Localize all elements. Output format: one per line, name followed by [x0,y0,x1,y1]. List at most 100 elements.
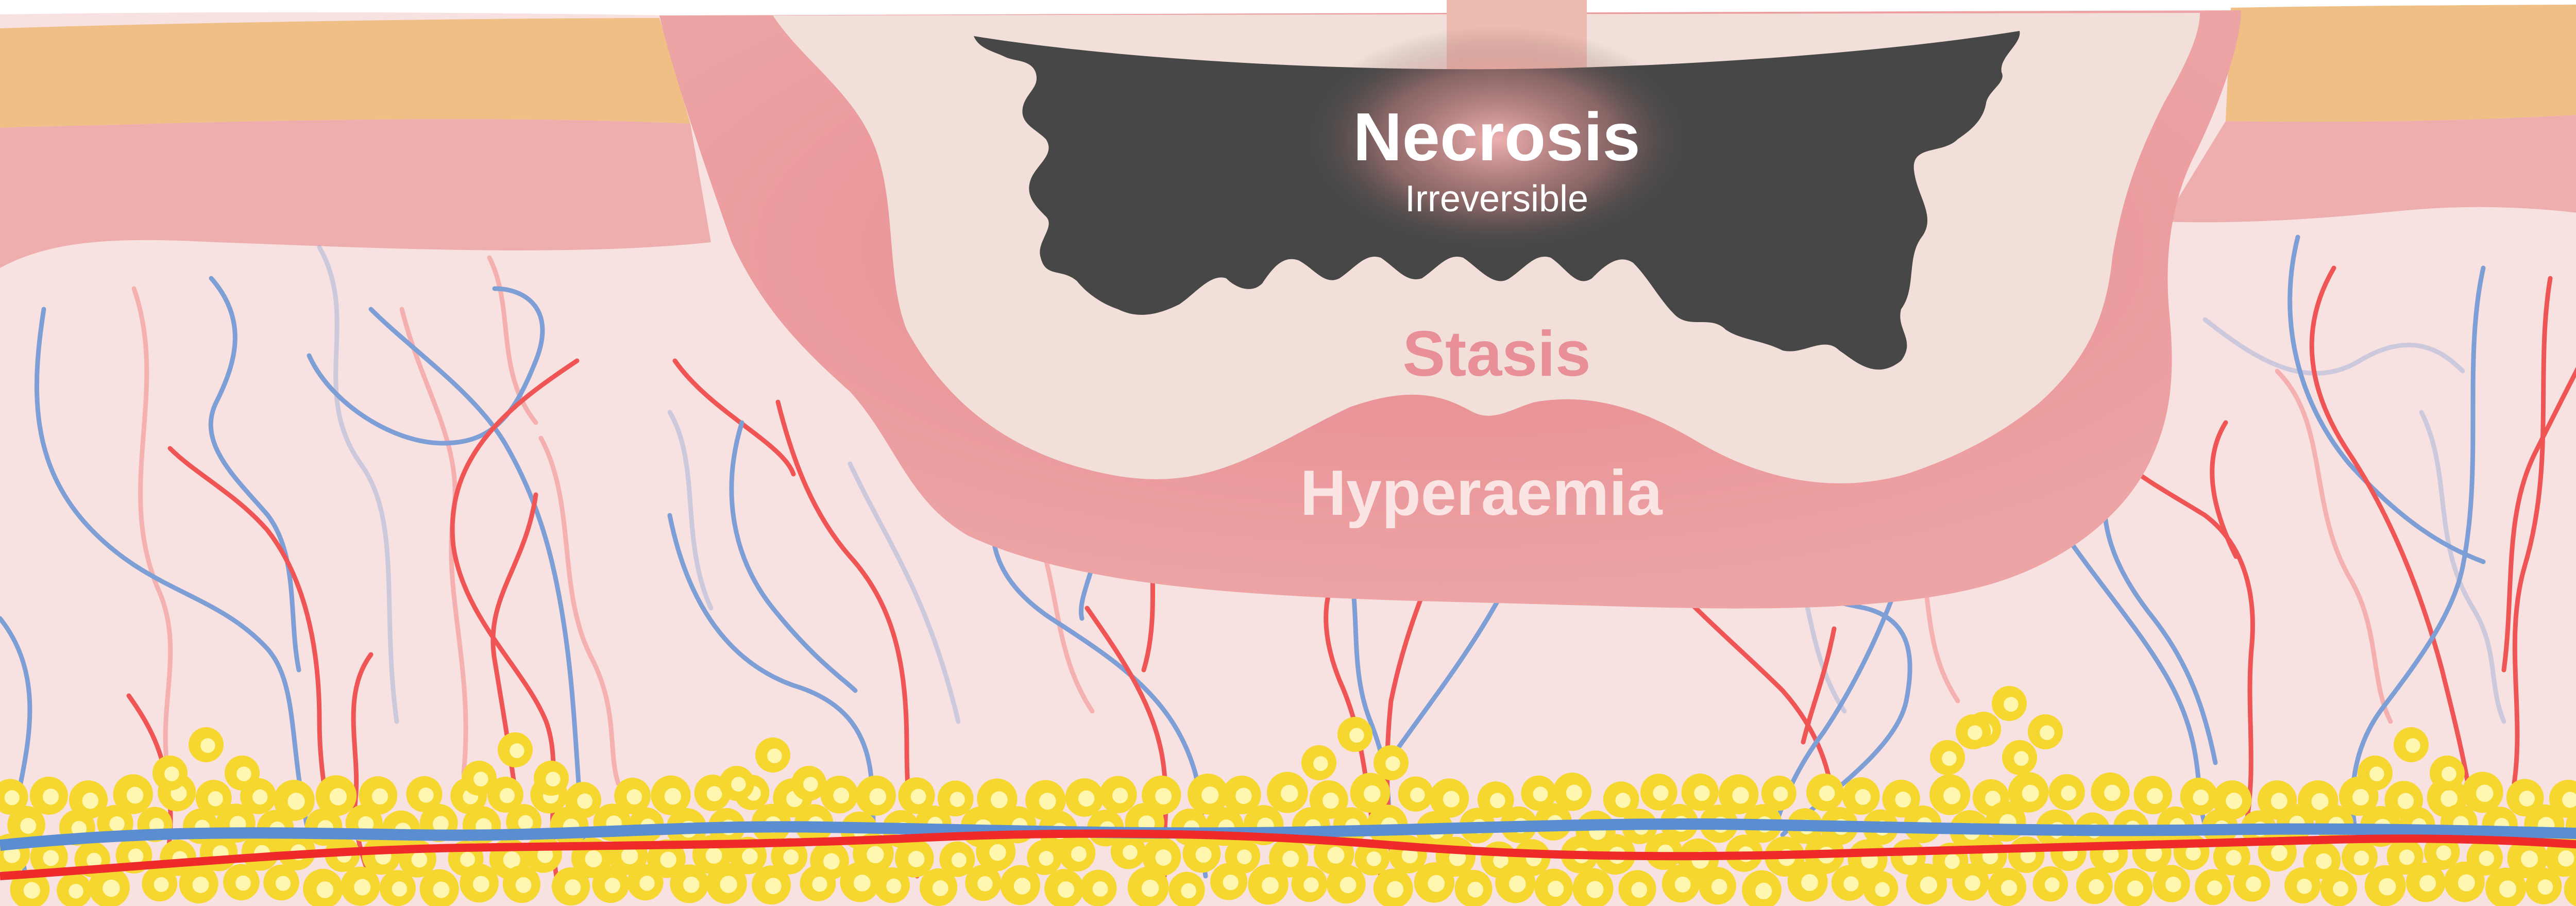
fat-cell-nucleus [1078,791,1094,807]
fat-cell-nucleus [1142,880,1159,897]
fat-cell-nucleus [1112,787,1128,803]
fat-cell-nucleus [2442,766,2456,781]
fat-cell-nucleus [1615,793,1630,808]
fat-cell-nucleus [2061,785,2076,800]
fat-cell-nucleus [2001,880,2017,896]
fat-cell-nucleus [803,777,818,792]
fat-cell-nucleus [460,852,475,867]
stasis-label: Stasis [1402,322,1590,386]
fat-cell-nucleus [1945,854,1960,869]
fat-cell-nucleus [783,849,799,865]
fat-cell-nucleus [1366,851,1381,866]
fat-cell-nucleus [1123,845,1138,860]
fat-cell-nucleus [354,879,370,896]
fat-cell-nucleus [765,878,782,894]
fat-cell-nucleus [433,882,450,898]
fat-cell-nucleus [908,851,925,867]
fat-cell-nucleus [43,788,59,804]
fat-cell-nucleus [1509,876,1526,893]
fat-cell-nucleus [2193,790,2209,806]
fat-cell-nucleus [330,788,347,805]
fat-cell-nucleus [2479,851,2494,866]
fat-cell-nucleus [952,852,967,867]
fat-cell-nucleus [869,788,886,805]
fat-cell-nucleus [516,877,532,893]
fat-cell-nucleus [43,850,59,866]
fat-cell-nucleus [2398,793,2414,809]
fat-cell-nucleus [2004,697,2019,712]
fat-cell-nucleus [1732,787,1749,804]
fat-cell-nucleus [1262,877,1279,894]
fat-cell-nucleus [2127,880,2143,896]
fat-cell-nucleus [731,777,746,792]
fat-cell-nucleus [287,793,304,810]
fat-cell-nucleus [510,743,524,758]
fat-cell-nucleus [1490,793,1505,809]
fat-cell-nucleus [2297,879,2312,894]
fat-cell-nucleus [1155,849,1172,866]
fat-cell-nucleus [2165,877,2181,892]
fat-cell-nucleus [707,786,722,801]
fat-cell-nucleus [585,850,602,867]
fat-cell-nucleus [546,771,561,786]
fat-cell-nucleus [518,815,533,830]
fat-cell-nucleus [1155,788,1172,804]
fat-cell-nucleus [127,787,143,803]
fat-cell-nucleus [473,771,488,786]
fat-cell-nucleus [565,879,581,895]
fat-cell-nucleus [2436,845,2451,860]
fat-cell-nucleus [720,876,737,893]
fat-cell-nucleus [1387,881,1403,898]
fat-cell-nucleus [1303,877,1318,892]
fat-cell-nucleus [1533,786,1548,801]
fat-cell-nucleus [886,879,901,894]
fat-cell-nucleus [812,877,827,892]
fat-cell-nucleus [1566,785,1582,801]
fat-cell-nucleus [660,851,676,867]
fat-cell-nucleus [1039,793,1056,810]
fat-cell-nucleus [2104,785,2121,801]
fat-cell-nucleus [2399,849,2415,865]
fat-cell-nucleus [706,847,722,864]
fat-cell-nucleus [103,880,120,897]
fat-cell-nucleus [626,789,642,804]
fat-cell-nucleus [2022,785,2039,802]
fat-cell-nucleus [2045,877,2060,892]
fat-cell-nucleus [1586,881,1603,898]
epidermis-left [0,18,690,128]
fat-cell-nucleus [2405,738,2420,753]
hyperaemia-label: Hyperaemia [1300,461,1662,525]
fat-cell-nucleus [200,738,215,753]
fat-cell-nucleus [2014,751,2029,766]
fat-cell-nucleus [20,818,36,834]
fat-cell-nucleus [1237,849,1252,864]
fat-cell-nucleus [1071,846,1087,862]
fat-cell-nucleus [991,791,1008,808]
fat-cell-nucleus [2558,850,2574,866]
fat-cell-nucleus [639,876,654,891]
fat-cell-nucleus [276,876,291,891]
fat-cell-nucleus [236,766,251,781]
fat-cell-nucleus [2521,850,2538,867]
fat-cell-nucleus [1943,787,1960,804]
fat-cell-nucleus [82,793,99,809]
fat-cell-nucleus [1443,791,1460,808]
fat-cell-nucleus [1313,756,1328,771]
fat-cell-nucleus [2379,878,2396,895]
necrosis-sublabel: Irreversible [1405,180,1588,217]
fat-cell-nucleus [1039,851,1054,866]
fat-cell-nucleus [1058,881,1074,898]
fat-cell-nucleus [109,816,125,832]
fat-cell-nucleus [1942,751,1957,766]
fat-cell-nucleus [2226,850,2241,865]
fat-cell-nucleus [2246,877,2261,892]
fat-cell-nucleus [2316,853,2332,869]
fat-cell-nucleus [252,790,267,804]
fat-cell-nucleus [833,787,849,803]
fat-cell-nucleus [2040,725,2055,740]
fat-cell-nucleus [2147,788,2163,804]
fat-cell-nucleus [2271,793,2287,809]
fat-cell-nucleus [2419,875,2436,892]
fat-cell-nucleus [1385,756,1400,771]
